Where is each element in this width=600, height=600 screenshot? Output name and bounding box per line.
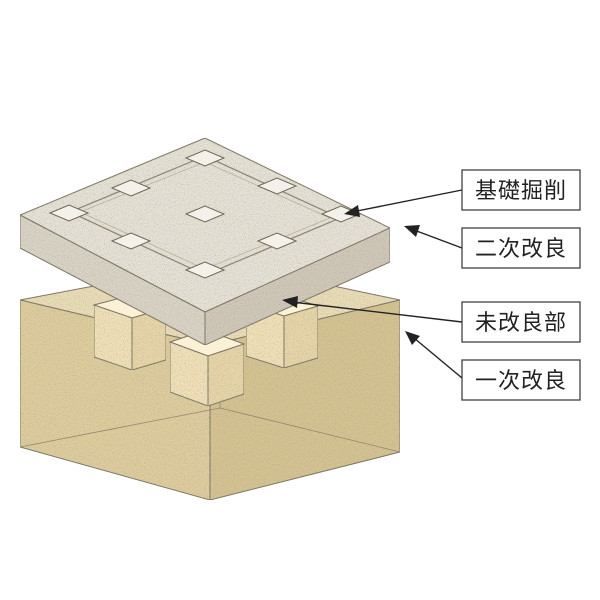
label-foundation-excavation-text: 基礎掘削 — [475, 179, 567, 204]
leaders — [282, 189, 463, 379]
arrowhead-unimproved-part — [282, 296, 298, 308]
label-secondary-improvement: 二次改良 — [461, 227, 581, 269]
leader-primary-improvement — [413, 337, 463, 379]
foundation-pit — [184, 261, 226, 279]
label-foundation-excavation: 基礎掘削 — [461, 169, 581, 211]
secondary-improvement-layer — [18, 137, 392, 346]
foundation-trench-inner — [78, 161, 332, 270]
foundation-pit — [48, 204, 90, 222]
foundation-pit — [256, 232, 298, 250]
slab-right-face — [204, 227, 391, 346]
foundation-pit — [110, 232, 152, 250]
arrowhead-primary-improvement — [405, 331, 420, 345]
foundation-pit — [184, 205, 226, 223]
label-primary-improvement: 一次改良 — [461, 359, 581, 401]
label-primary-improvement-text: 一次改良 — [475, 369, 567, 394]
arrowhead-secondary-improvement — [404, 225, 420, 237]
leader-secondary-improvement — [413, 229, 463, 249]
foundation-pits — [48, 149, 362, 279]
label-secondary-improvement-text: 二次改良 — [475, 237, 567, 262]
label-unimproved-part: 未改良部 — [461, 301, 581, 343]
leader-unimproved-part — [291, 301, 463, 323]
foundation-pit — [184, 149, 226, 167]
leader-foundation-excavation — [351, 189, 463, 213]
foundation-pit — [110, 179, 152, 197]
label-unimproved-part-text: 未改良部 — [475, 311, 567, 336]
foundation-pit — [256, 177, 298, 195]
arrowhead-foundation-excavation — [344, 205, 360, 217]
